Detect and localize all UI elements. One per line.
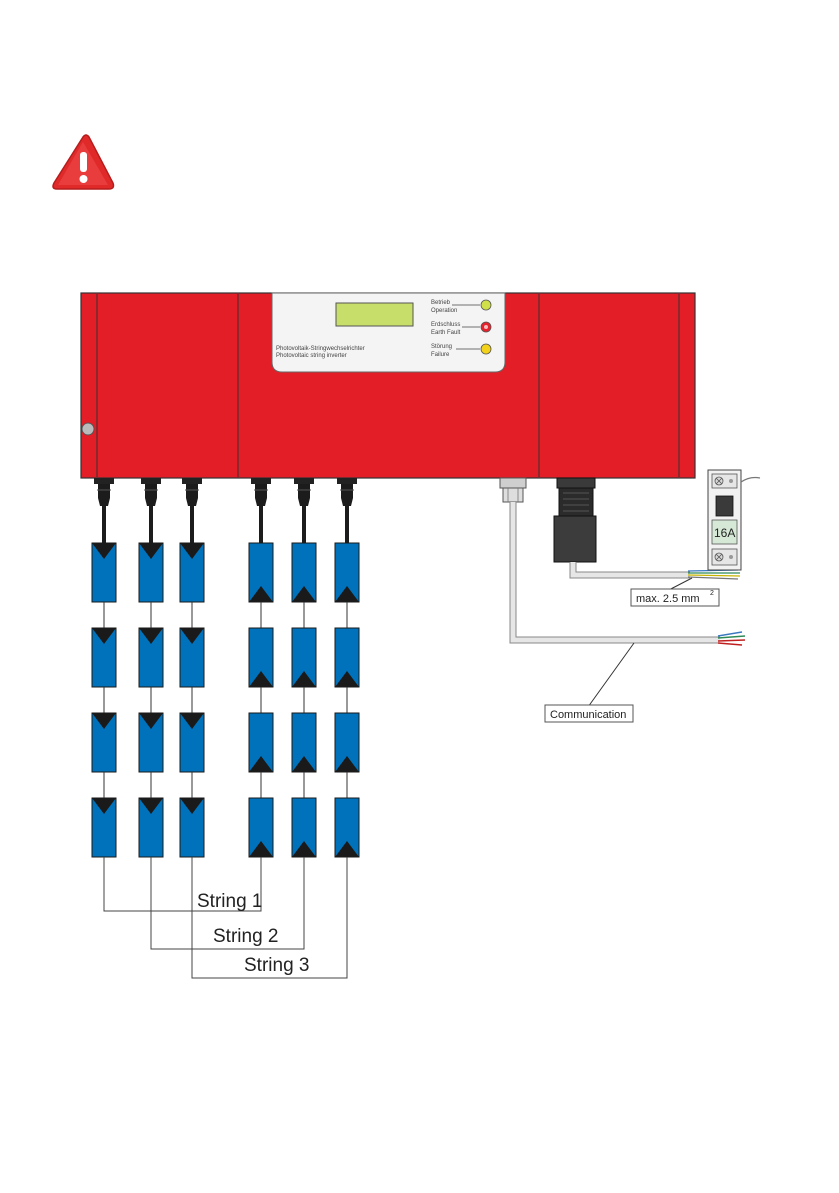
string-1-label: String 1 [197,891,262,912]
communication-label: Communication [550,709,626,721]
pv-module [92,798,116,857]
pv-module [335,713,359,772]
cable-spec-superscript: 2 [710,590,714,597]
dc-connector [294,478,314,544]
dc-connector [251,478,271,544]
pv-module [249,713,273,772]
pv-module [249,628,273,687]
breaker-rating: 16A [714,526,735,540]
dc-connector [141,478,161,544]
pv-module [180,798,204,857]
panel-text-en: Photovoltaic string inverter [276,353,347,359]
cable-gland [500,478,526,502]
svg-text:Störung: Störung [431,344,452,350]
pv-module [139,798,163,857]
svg-text:Erdschluss: Erdschluss [431,322,460,328]
warning-triangle-icon [53,135,114,189]
pv-module [139,628,163,687]
pv-module [180,628,204,687]
pv-module [292,543,316,602]
pv-module [292,798,316,857]
dc-connector [182,478,202,544]
pv-module [92,628,116,687]
string-3-label: String 3 [244,955,309,976]
svg-text:Betrieb: Betrieb [431,300,451,306]
pv-module [139,543,163,602]
pv-module [249,543,273,602]
pv-module [335,798,359,857]
pv-module [180,713,204,772]
pv-module [249,798,273,857]
pv-module [139,713,163,772]
pv-module [335,628,359,687]
pv-module [92,713,116,772]
communication-leader [588,643,634,707]
svg-text:Failure: Failure [431,352,450,358]
pv-module [92,543,116,602]
dc-connectors [94,478,357,544]
string-2-label: String 2 [213,926,278,947]
ac-plug [554,478,596,562]
dc-connector [94,478,114,544]
pv-modules [92,543,359,857]
lcd-display [336,303,413,326]
inverter-housing: Photovoltaik-Stringwechselrichter Photov… [81,293,695,478]
string-wiring [104,857,347,978]
panel-text-de: Photovoltaik-Stringwechselrichter [276,346,365,352]
svg-text:Operation: Operation [431,308,457,314]
housing-screw [82,423,94,435]
pv-module [292,628,316,687]
pv-module [180,543,204,602]
pv-module [335,543,359,602]
dc-connector [337,478,357,544]
pv-module [292,713,316,772]
svg-text:Earth Fault: Earth Fault [431,330,461,336]
circuit-breaker: 16A [708,470,760,570]
cable-spec-label: max. 2.5 mm [636,593,700,605]
